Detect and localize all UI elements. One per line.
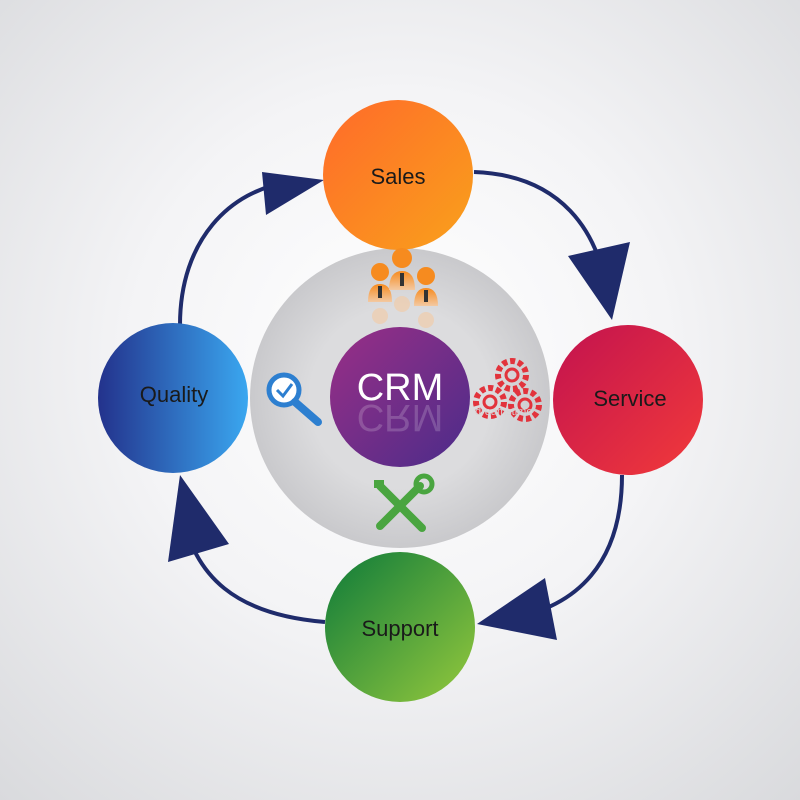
center-crm: CRM CRM (330, 327, 470, 467)
node-service: Service (553, 325, 703, 475)
node-support: Support (325, 552, 475, 702)
watermark: dreamstime (475, 406, 532, 418)
arrowhead-sales (262, 172, 324, 215)
node-label-sales: Sales (370, 164, 425, 189)
node-quality: Quality (98, 323, 248, 473)
arrowhead-support (477, 578, 557, 640)
arrowheads (168, 172, 630, 640)
arrowhead-service (568, 242, 630, 320)
center-label: CRM (357, 367, 444, 409)
people-icon (368, 248, 438, 328)
node-sales: Sales (323, 100, 473, 250)
arrowhead-quality (168, 475, 229, 562)
center-label-reflection: CRM (357, 396, 444, 438)
gears-icon (473, 358, 542, 422)
node-label-service: Service (593, 386, 666, 411)
tools-icon (374, 473, 435, 532)
node-label-quality: Quality (140, 382, 208, 407)
magnifier-icon (266, 372, 322, 426)
node-label-support: Support (361, 616, 438, 641)
